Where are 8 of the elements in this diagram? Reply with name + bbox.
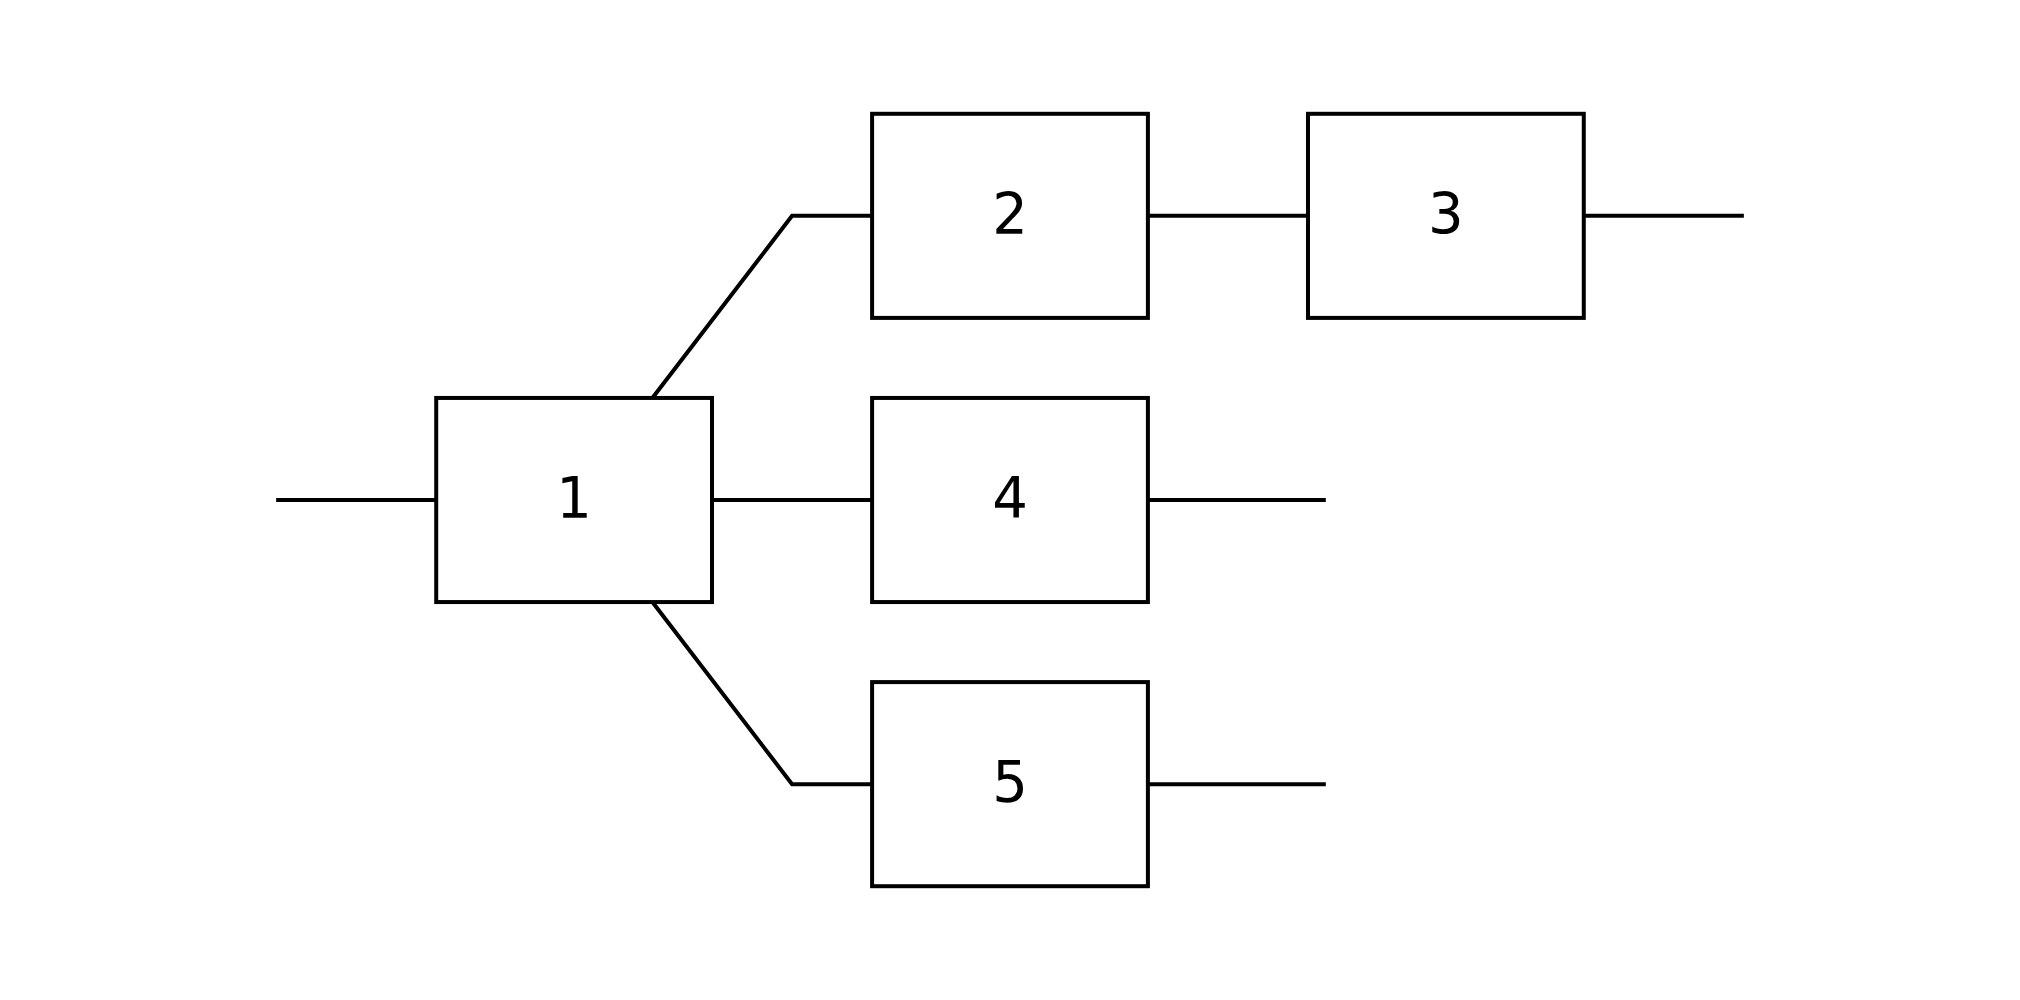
node-box [434, 395, 714, 605]
node-box [870, 680, 1150, 889]
block-diagram: 1 2 3 4 5 [20, 20, 2000, 980]
node-box [1306, 111, 1586, 320]
node-box [870, 111, 1150, 320]
connector [1147, 213, 1308, 218]
connector [712, 498, 873, 502]
node-box [870, 395, 1150, 605]
